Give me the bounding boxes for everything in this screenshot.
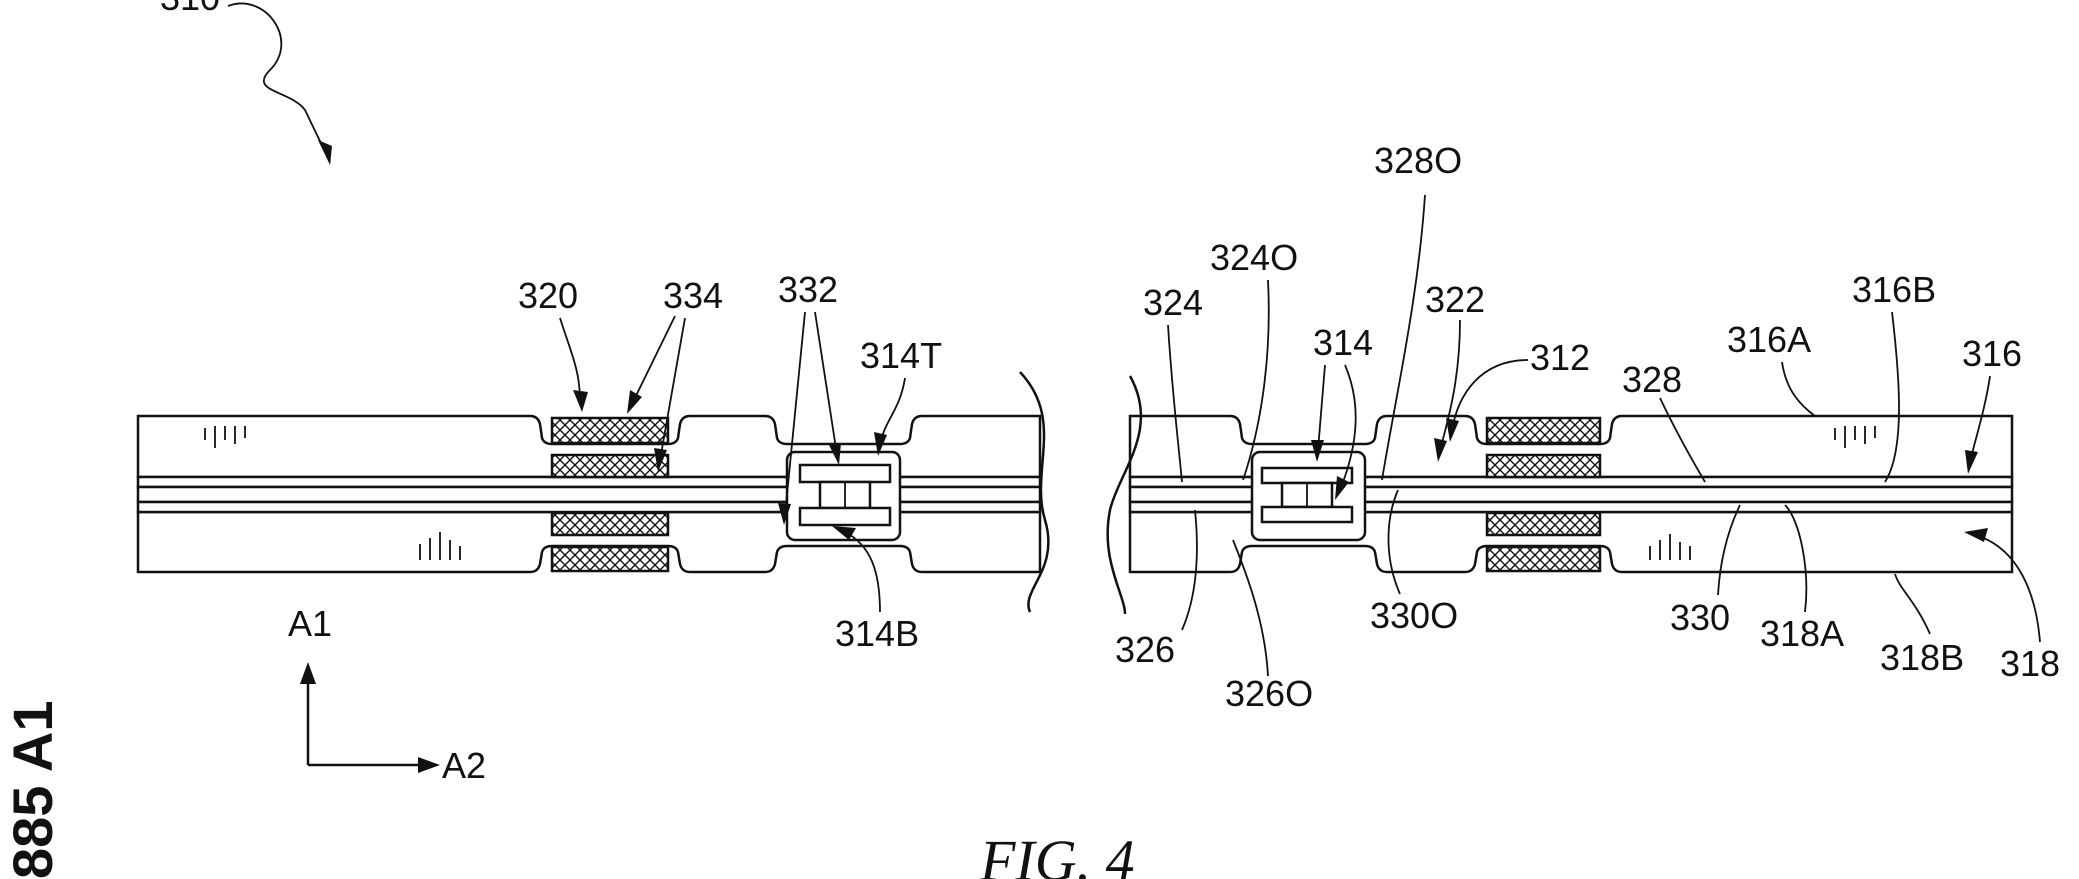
left-lamina-bottom <box>138 502 1040 512</box>
left-coil-1 <box>552 418 668 443</box>
right-coil-1 <box>1487 418 1600 443</box>
left-coil-4 <box>552 547 668 571</box>
left-module-top <box>800 465 890 482</box>
axis-label-a1: A1 <box>288 603 332 644</box>
right-coil-2 <box>1487 455 1600 477</box>
label-324: 324 <box>1143 282 1203 323</box>
label-326: 326 <box>1115 629 1175 670</box>
ref-310: 310 <box>160 0 332 165</box>
axes-indicator: A1 A2 <box>288 603 486 786</box>
left-coil-2 <box>552 455 668 477</box>
right-assembly <box>1108 376 2012 614</box>
right-coil-4 <box>1487 547 1600 571</box>
left-lamina-mid <box>138 487 1040 502</box>
left-module-bottom <box>800 508 890 525</box>
figure-caption: FIG. 4 <box>979 828 1135 879</box>
label-332: 332 <box>778 269 838 310</box>
label-324O: 324O <box>1210 237 1298 278</box>
label-330O: 330O <box>1370 595 1458 636</box>
label-330: 330 <box>1670 597 1730 638</box>
label-318B: 318B <box>1880 637 1964 678</box>
label-316: 316 <box>1962 333 2022 374</box>
label-318: 318 <box>2000 643 2060 684</box>
label-312: 312 <box>1530 337 1590 378</box>
label-316B: 316B <box>1852 269 1936 310</box>
label-326O: 326O <box>1225 673 1313 714</box>
label-314T: 314T <box>860 335 942 376</box>
label-310: 310 <box>160 0 220 18</box>
label-328: 328 <box>1622 359 1682 400</box>
left-assembly <box>138 372 1048 612</box>
label-318A: 318A <box>1760 613 1844 654</box>
label-328O: 328O <box>1374 140 1462 181</box>
arrowhead-310 <box>318 140 332 165</box>
right-module-bottom <box>1262 507 1352 522</box>
label-322: 322 <box>1425 279 1485 320</box>
axis-label-a2: A2 <box>442 745 486 786</box>
label-320: 320 <box>518 275 578 316</box>
left-coil-3 <box>552 513 668 535</box>
side-publication-number: 885 A1 <box>1 701 64 879</box>
label-314B: 314B <box>835 613 919 654</box>
label-316A: 316A <box>1727 319 1811 360</box>
right-coil-3 <box>1487 513 1600 535</box>
leader-310 <box>228 3 330 162</box>
label-334: 334 <box>663 275 723 316</box>
left-lamina-top <box>138 477 1040 487</box>
label-314: 314 <box>1313 322 1373 363</box>
